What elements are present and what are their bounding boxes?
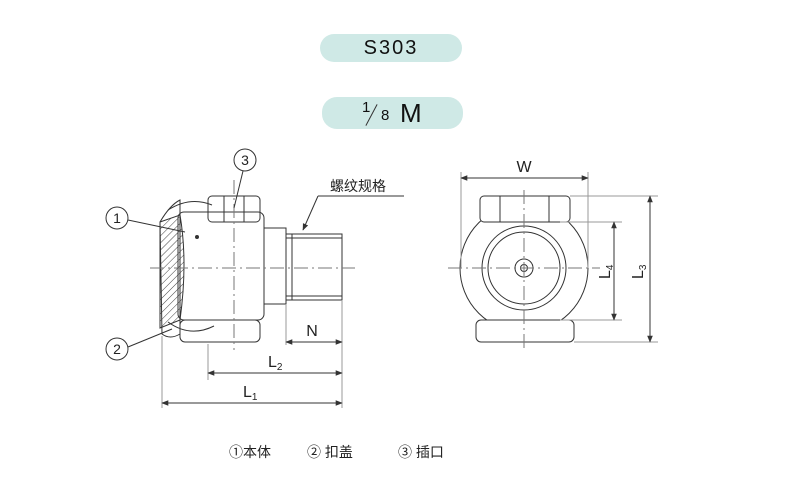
thread-spec-leader: 螺纹规格	[302, 178, 404, 231]
body-outline	[177, 211, 265, 321]
thread-size-pill: 1 8 M	[322, 97, 463, 129]
size-unit: M	[400, 98, 422, 128]
callout-3: 3	[233, 148, 257, 209]
body-curve-bottom	[167, 321, 215, 332]
front-dimensions	[460, 172, 658, 343]
dim-L4-label: L4	[597, 264, 616, 279]
dim-L2-label: L2	[268, 354, 283, 373]
legend-item-socket: ③ 插口	[398, 444, 444, 460]
dim-N-label: N	[306, 323, 318, 340]
thread-spec-label: 螺纹规格	[330, 178, 386, 194]
center-dot	[195, 235, 199, 239]
thread-stub-collar	[263, 227, 287, 305]
model-pill: S303	[320, 34, 462, 62]
callout-2-text: 2	[113, 341, 121, 357]
side-dimensions	[161, 300, 343, 408]
body-curve-top	[167, 200, 213, 211]
bottom-flange	[179, 319, 261, 343]
side-view	[150, 180, 355, 350]
size-denominator: 8	[381, 107, 390, 124]
size-numerator: 1	[362, 99, 371, 116]
dim-W-label: W	[516, 159, 532, 176]
front-hex-nut	[479, 195, 571, 223]
legend-item-cap: ② 扣盖	[307, 444, 353, 460]
front-view	[448, 190, 600, 350]
callout-1-text: 1	[113, 210, 121, 226]
front-bottom-flange	[475, 319, 575, 343]
dim-L3-label: L3	[630, 264, 649, 279]
thread-stub	[285, 233, 343, 301]
callout-2: 2	[105, 328, 173, 361]
dim-L1-label: L1	[243, 384, 258, 403]
callout-3-text: 3	[241, 152, 249, 168]
legend-item-body: ①本体	[229, 444, 271, 460]
callout-1: 1	[105, 206, 186, 233]
model-label: S303	[363, 37, 419, 59]
